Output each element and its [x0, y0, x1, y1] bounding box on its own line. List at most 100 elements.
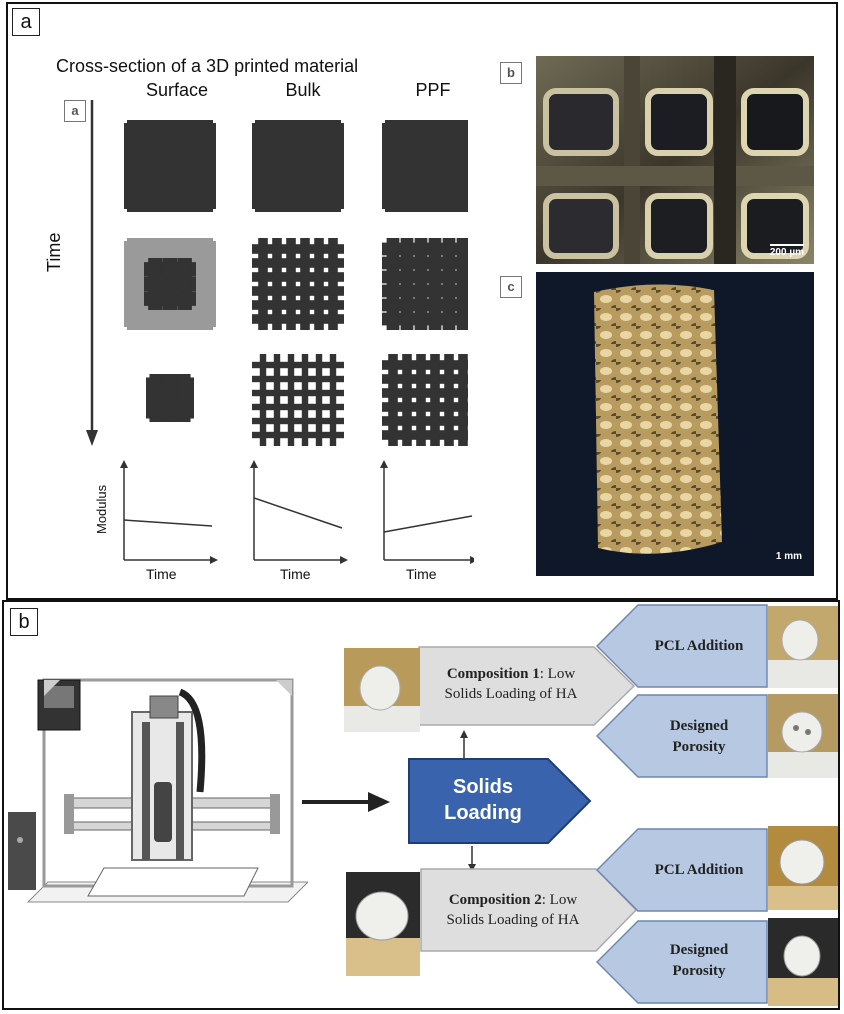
composition-2-line2: Solids Loading of HA [446, 912, 580, 928]
column-header-surface: Surface [145, 80, 209, 100]
sub-panel-b-tag: b [500, 62, 522, 84]
lattice-bulk-thin-hend [252, 375, 344, 383]
lattice-surface-outer-hend [124, 311, 216, 327]
lattice-bulk-mid-vend [258, 238, 268, 330]
sample-photo-comp1 [344, 648, 420, 732]
modulus-graph-2 [250, 460, 348, 564]
lattice-bulk-mid-hend [252, 272, 344, 282]
lattice-surface-outer-vend [197, 238, 213, 330]
lattice-bulk-mid-hend [252, 286, 344, 296]
arrow-right-icon [302, 792, 390, 812]
lattice-bulk-mid-hend [252, 258, 344, 268]
lattice-bulk-mid-vend [272, 238, 282, 330]
lattice-ppf-mid-hend [382, 298, 468, 312]
time-axis-label: Time [44, 232, 64, 272]
scaffold-photo: 1 mm [536, 272, 814, 576]
lattice-bulk-mid-hend [252, 300, 344, 310]
lattice-bulk-thin-vend [315, 354, 323, 446]
lattice-ppf-thin-vend [458, 354, 468, 446]
lattice-row1-col1-vend [197, 120, 213, 212]
arrow-up-icon [460, 730, 468, 758]
lattice-bulk-thin-hend [252, 389, 344, 397]
panel-a: a Cross-section of a 3D printed material… [6, 2, 838, 600]
lattice-row1-col2-hend [252, 193, 344, 209]
time-arrow-icon [86, 100, 98, 446]
lattice-row1-col1-hend [124, 179, 216, 195]
solids-loading-label: Solids Loading [408, 774, 558, 826]
graph-ylabel: Modulus [94, 484, 109, 534]
figure-title: Cross-section of a 3D printed material [56, 56, 359, 76]
modulus-graphs [120, 460, 474, 564]
lattice-ppf-thin-vend [430, 354, 440, 446]
lattice-bulk-thin-vend [287, 354, 295, 446]
composition-1-bold: Composition 1 [446, 666, 540, 682]
lattice-bulk-mid-vend [300, 238, 310, 330]
lattice-ppf-thin-hend [382, 416, 468, 426]
lattice-bulk-mid-hend [252, 314, 344, 324]
lattice-bulk-thin-vend [259, 354, 267, 446]
lattice-ppf-thin-vend [444, 354, 454, 446]
designed-porosity-label-1: Designed Porosity [634, 716, 764, 758]
graph-xlabel-surface: Time [146, 566, 177, 582]
porosity-line1-a: Designed [669, 718, 729, 734]
sample-photo-pcl-2 [768, 826, 838, 910]
lattice-row1-col3-vend [455, 120, 468, 212]
composition-2-chevron [420, 868, 638, 952]
pcl-addition-label-2: PCL Addition [654, 862, 744, 878]
sample-photo-pcl-1 [768, 606, 838, 688]
panel-b-tag: b [10, 608, 38, 636]
designed-porosity-chevron-2 [596, 920, 768, 1004]
lattice-bulk-mid-hend [252, 244, 344, 254]
graph-xlabel-bulk: Time [280, 566, 311, 582]
scale-bar-c: 1 mm [775, 551, 802, 562]
composition-1-label: Composition 1: Low Solids Loading of HA [422, 664, 600, 704]
pcl-addition-chevron-2 [596, 828, 768, 912]
modulus-graph-1 [120, 460, 218, 564]
lattice-grid [124, 120, 468, 446]
sample-photo-comp2 [346, 872, 420, 976]
lattice-row1-col3-hend [382, 193, 468, 209]
sub-panel-c-tag: c [500, 276, 522, 298]
lattice-row1-col2-hend [252, 179, 344, 195]
column-header-bulk: Bulk [285, 80, 321, 100]
porosity-line1-b: Designed [669, 942, 729, 958]
lattice-ppf-thin-hend [382, 402, 468, 412]
lattice-ppf-thin-vend [388, 354, 398, 446]
printer-icon [8, 678, 308, 903]
lattice-ppf-thin-vend [402, 354, 412, 446]
sample-photo-porosity-2 [768, 918, 838, 1006]
lattice-bulk-thin-hend [252, 403, 344, 411]
sample-photo-porosity-1 [768, 694, 838, 778]
designed-porosity-label-2: Designed Porosity [634, 940, 764, 982]
lattice-bulk-thin-vend [329, 354, 337, 446]
composition-2-rest: : Low [541, 892, 578, 908]
lattice-bulk-thin-vend [301, 354, 309, 446]
panel-b: b Solids Loading [2, 600, 840, 1010]
designed-porosity-chevron-1 [596, 694, 768, 778]
modulus-graph-3 [380, 460, 474, 564]
lattice-bulk-mid-vend [286, 238, 296, 330]
lattice-row1-col3-hend [382, 179, 468, 195]
lattice-ppf-thin-vend [416, 354, 426, 446]
graph-xlabel-ppf: Time [406, 566, 437, 582]
pcl-addition-chevron-1 [596, 604, 768, 688]
lattice-ppf-mid-vend [456, 238, 468, 330]
lattice-bulk-thin-hend [252, 361, 344, 369]
lattice-bulk-thin-hend [252, 431, 344, 439]
porosity-line2-a: Porosity [672, 739, 726, 755]
lattice-bulk-thin-vend [273, 354, 281, 446]
lattice-surface-inner-hend [144, 291, 196, 306]
lattice-ppf-thin-hend [382, 430, 468, 440]
lattice-ppf-thin-hend [382, 388, 468, 398]
composition-2-bold: Composition 2 [448, 892, 542, 908]
sub-panel-a-tag: a [64, 100, 86, 122]
lattice-ppf-mid-hend [382, 312, 468, 326]
composition-1-line2: Solids Loading of HA [444, 686, 578, 702]
lattice-surface-small-hend [146, 404, 194, 419]
panel-a-tag: a [12, 8, 40, 36]
lattice-row1-col2-vend [325, 120, 341, 212]
lattice-row1-col1-hend [124, 193, 216, 209]
scale-bar-b: 200 µm [769, 244, 804, 258]
column-header-ppf: PPF [415, 80, 451, 100]
arrow-down-icon [468, 846, 476, 872]
